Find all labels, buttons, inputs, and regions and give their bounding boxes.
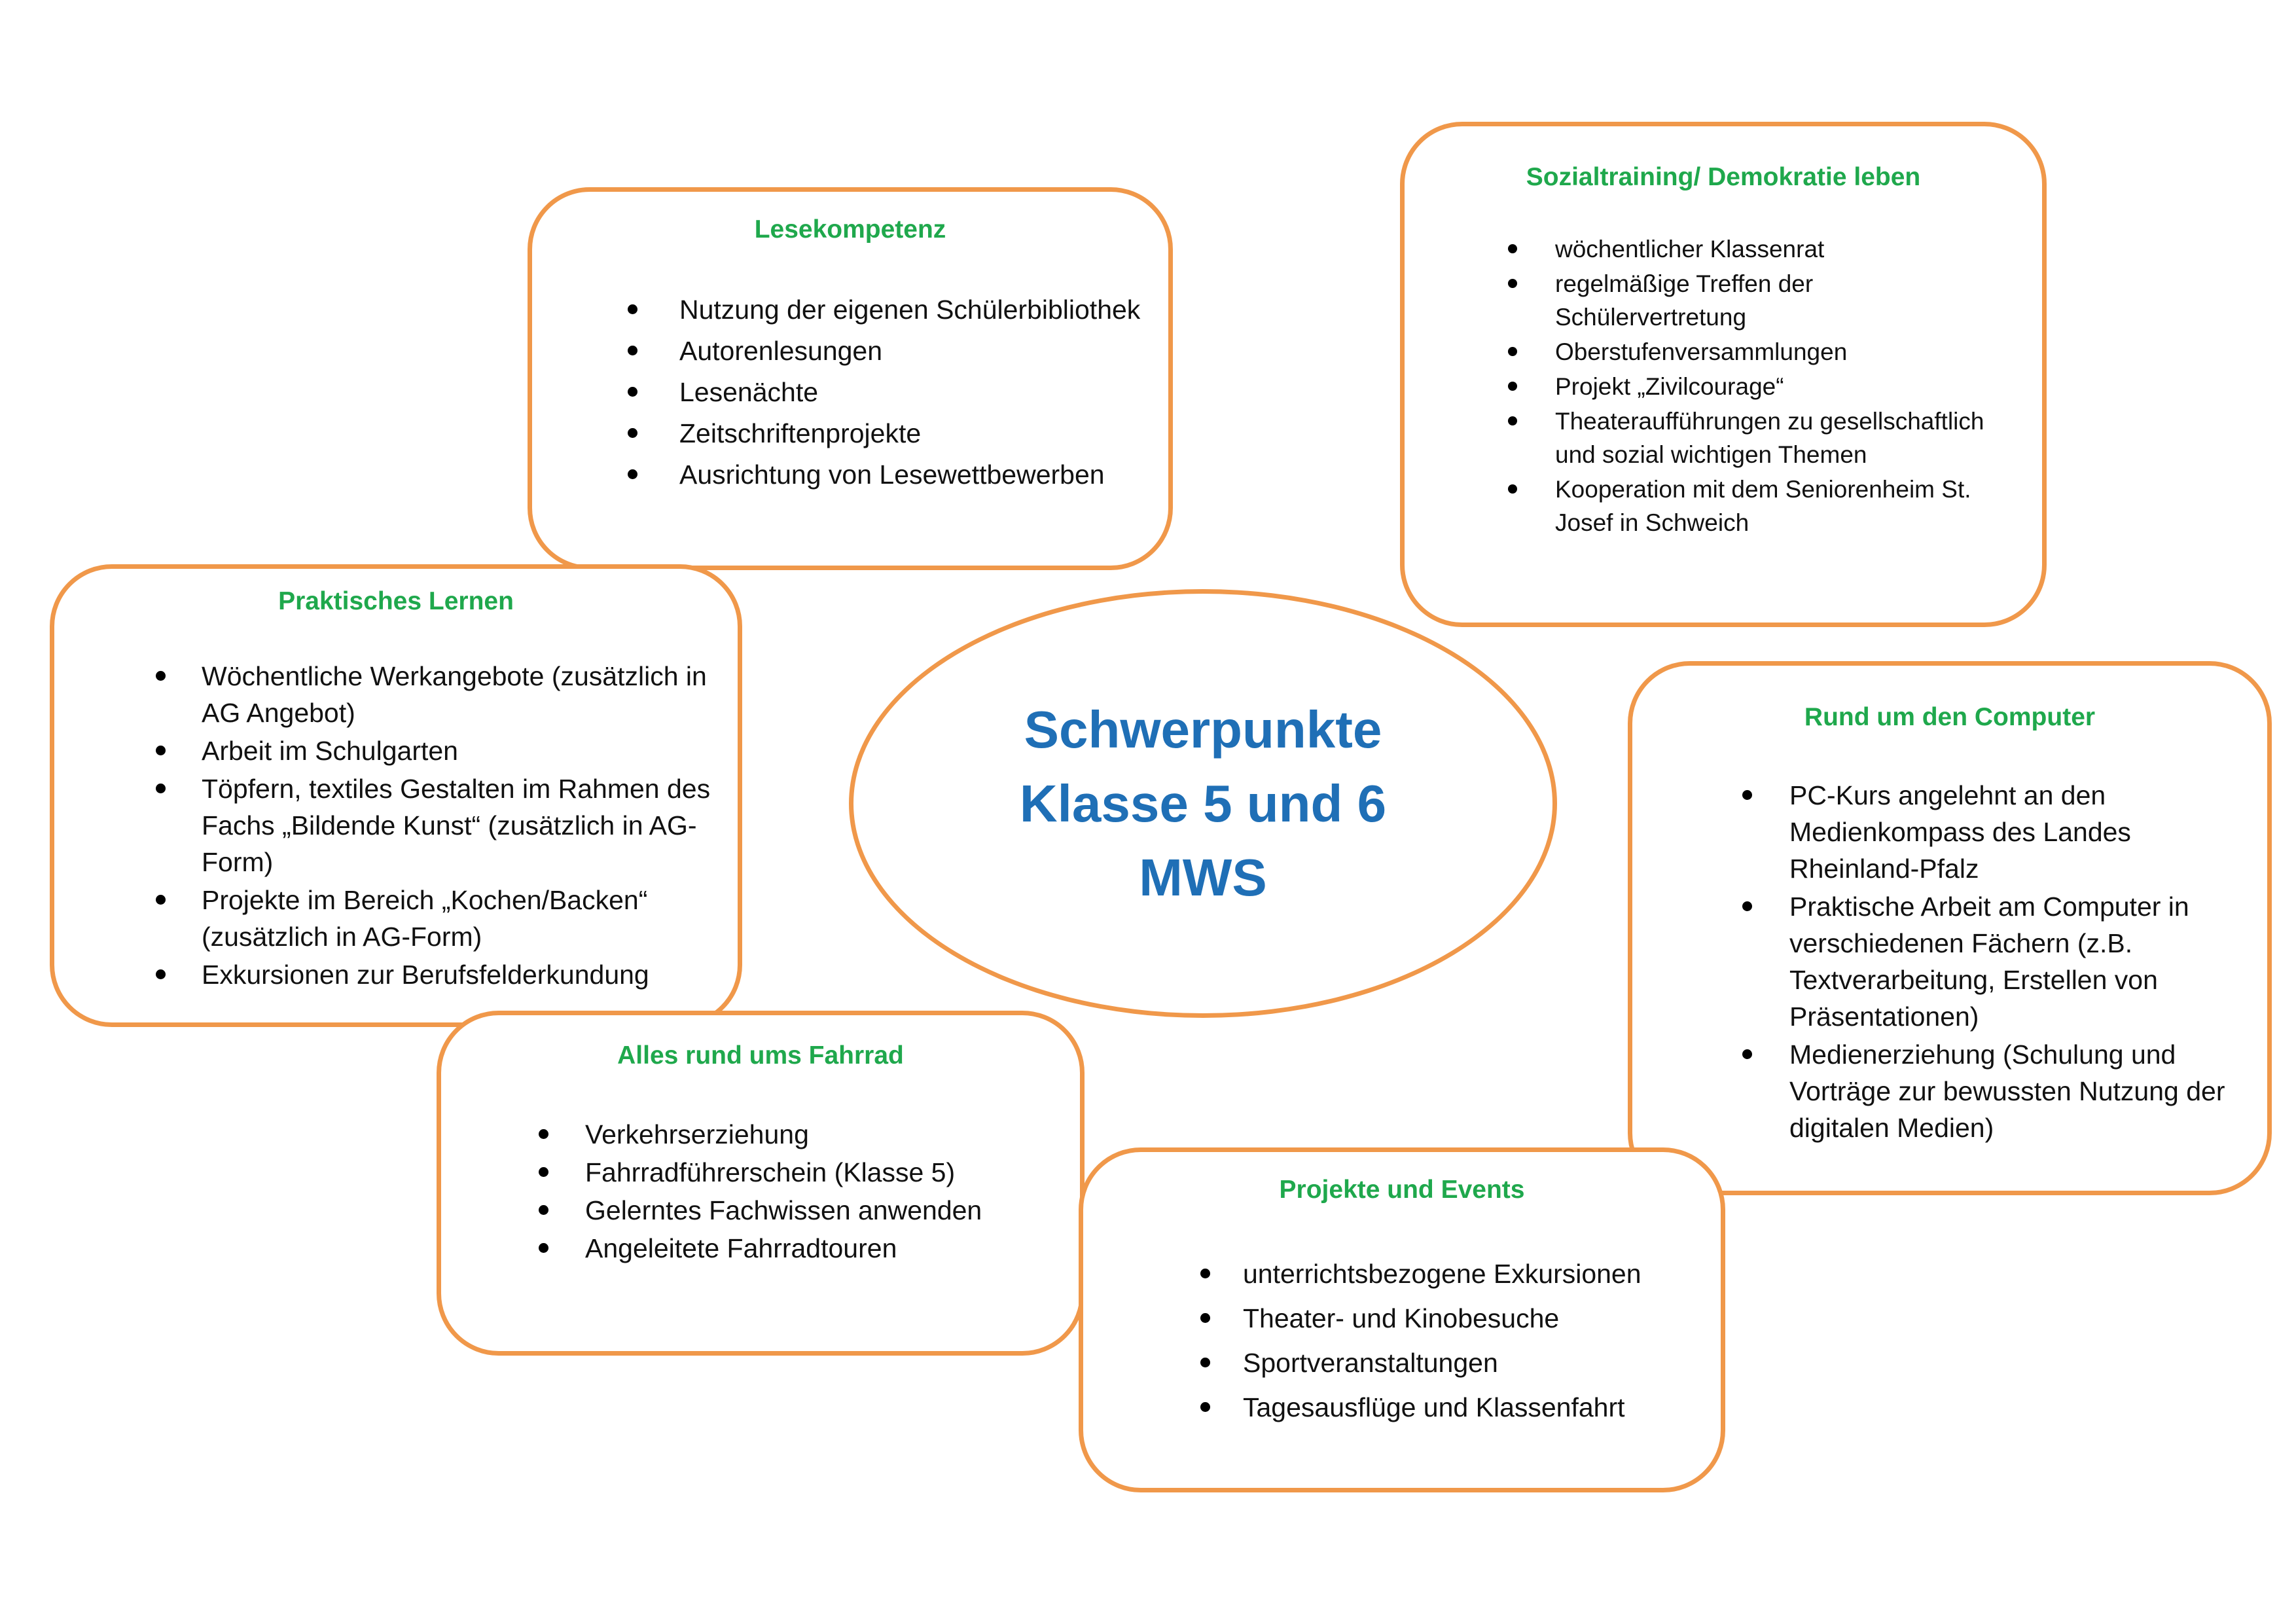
- bullet-icon: [156, 671, 166, 681]
- list-item: Theater- und Kinobesuche: [1200, 1300, 1701, 1337]
- list-item: Projekt „Zivilcourage“: [1508, 370, 2009, 403]
- bullet-icon: [1742, 790, 1752, 800]
- box-computer: Rund um den Computer PC-Kurs angelehnt a…: [1628, 661, 2272, 1195]
- center-ellipse: Schwerpunkte Klasse 5 und 6 MWS: [849, 589, 1557, 1018]
- bullet-icon: [1508, 484, 1517, 494]
- list-item: Oberstufenversammlungen: [1508, 335, 2009, 369]
- list-computer: PC-Kurs angelehnt an den Medienkompass d…: [1632, 777, 2267, 1146]
- box-fahrrad: Alles rund ums Fahrrad Verkehrserziehung…: [437, 1011, 1085, 1356]
- bullet-icon: [1508, 244, 1517, 253]
- list-praktisches-lernen: Wöchentliche Werkangebote (zusätzlich in…: [54, 658, 738, 993]
- box-lesekompetenz: Lesekompetenz Nutzung der eigenen Schüle…: [528, 187, 1173, 570]
- list-item: Exkursionen zur Berufsfelderkundung: [156, 956, 711, 993]
- bullet-icon: [1742, 901, 1752, 911]
- list-item: Theateraufführungen zu gesellschaftlich …: [1508, 405, 2009, 471]
- box-title-computer: Rund um den Computer: [1804, 703, 2096, 731]
- box-title-projekte-events: Projekte und Events: [1279, 1176, 1525, 1204]
- center-title: Schwerpunkte Klasse 5 und 6 MWS: [1020, 693, 1386, 914]
- list-projekte-events: unterrichtsbezogene Exkursionen Theater-…: [1083, 1255, 1721, 1426]
- list-item: unterrichtsbezogene Exkursionen: [1200, 1255, 1701, 1292]
- list-item: Tagesausflüge und Klassenfahrt: [1200, 1389, 1701, 1426]
- bullet-icon: [1200, 1269, 1210, 1278]
- list-lesekompetenz: Nutzung der eigenen Schülerbibliothek Au…: [532, 291, 1168, 493]
- bullet-icon: [1508, 416, 1517, 425]
- list-item: Medienerziehung (Schulung und Vorträge z…: [1742, 1036, 2241, 1146]
- bullet-icon: [156, 895, 166, 905]
- bullet-icon: [628, 469, 637, 479]
- bullet-icon: [1200, 1313, 1210, 1323]
- box-projekte-events: Projekte und Events unterrichtsbezogene …: [1079, 1147, 1725, 1492]
- center-title-line: Klasse 5 und 6: [1019, 774, 1387, 833]
- list-item: Kooperation mit dem Seniorenheim St. Jos…: [1508, 473, 2009, 539]
- bullet-icon: [156, 784, 166, 793]
- bullet-icon: [1508, 279, 1517, 288]
- bullet-icon: [628, 304, 637, 314]
- box-title-sozialtraining: Sozialtraining/ Demokratie leben: [1526, 163, 1921, 191]
- bullet-icon: [628, 346, 637, 355]
- list-item: Ausrichtung von Lesewettbewerben: [628, 456, 1149, 493]
- list-item: Arbeit im Schulgarten: [156, 732, 711, 769]
- bullet-icon: [539, 1129, 548, 1139]
- list-item: Sportveranstaltungen: [1200, 1344, 1701, 1381]
- list-item: Töpfern, textiles Gestalten im Rahmen de…: [156, 770, 711, 880]
- bullet-icon: [539, 1167, 548, 1177]
- box-sozialtraining: Sozialtraining/ Demokratie leben wöchent…: [1400, 122, 2047, 627]
- bullet-icon: [1742, 1049, 1752, 1059]
- center-title-line: MWS: [1139, 848, 1267, 907]
- box-title-fahrrad: Alles rund ums Fahrrad: [617, 1041, 904, 1070]
- list-sozialtraining: wöchentlicher Klassenrat regelmäßige Tre…: [1405, 232, 2042, 539]
- bullet-icon: [156, 969, 166, 979]
- box-title-lesekompetenz: Lesekompetenz: [754, 215, 946, 244]
- list-item: Autorenlesungen: [628, 333, 1149, 369]
- list-item: Verkehrserziehung: [539, 1116, 1060, 1153]
- list-item: PC-Kurs angelehnt an den Medienkompass d…: [1742, 777, 2241, 887]
- bullet-icon: [539, 1205, 548, 1215]
- list-fahrrad: Verkehrserziehung Fahrradführerschein (K…: [441, 1116, 1080, 1267]
- list-item: Wöchentliche Werkangebote (zusätzlich in…: [156, 658, 711, 731]
- list-item: Angeleitete Fahrradtouren: [539, 1230, 1060, 1267]
- bullet-icon: [1508, 347, 1517, 356]
- bullet-icon: [1508, 382, 1517, 391]
- list-item: Praktische Arbeit am Computer in verschi…: [1742, 888, 2241, 1035]
- list-item: Gelerntes Fachwissen anwenden: [539, 1192, 1060, 1229]
- list-item: wöchentlicher Klassenrat: [1508, 232, 2009, 266]
- box-praktisches-lernen: Praktisches Lernen Wöchentliche Werkange…: [50, 564, 742, 1027]
- bullet-icon: [628, 428, 637, 438]
- bullet-icon: [539, 1243, 548, 1253]
- box-title-praktisches-lernen: Praktisches Lernen: [278, 587, 514, 615]
- bullet-icon: [1200, 1358, 1210, 1367]
- list-item: regelmäßige Treffen der Schülervertretun…: [1508, 267, 2009, 334]
- list-item: Lesenächte: [628, 374, 1149, 410]
- bullet-icon: [628, 387, 637, 397]
- list-item: Fahrradführerschein (Klasse 5): [539, 1154, 1060, 1191]
- list-item: Projekte im Bereich „Kochen/Backen“ (zus…: [156, 882, 711, 955]
- bullet-icon: [156, 746, 166, 755]
- bullet-icon: [1200, 1402, 1210, 1412]
- center-title-line: Schwerpunkte: [1024, 700, 1382, 759]
- list-item: Zeitschriftenprojekte: [628, 415, 1149, 452]
- list-item: Nutzung der eigenen Schülerbibliothek: [628, 291, 1149, 328]
